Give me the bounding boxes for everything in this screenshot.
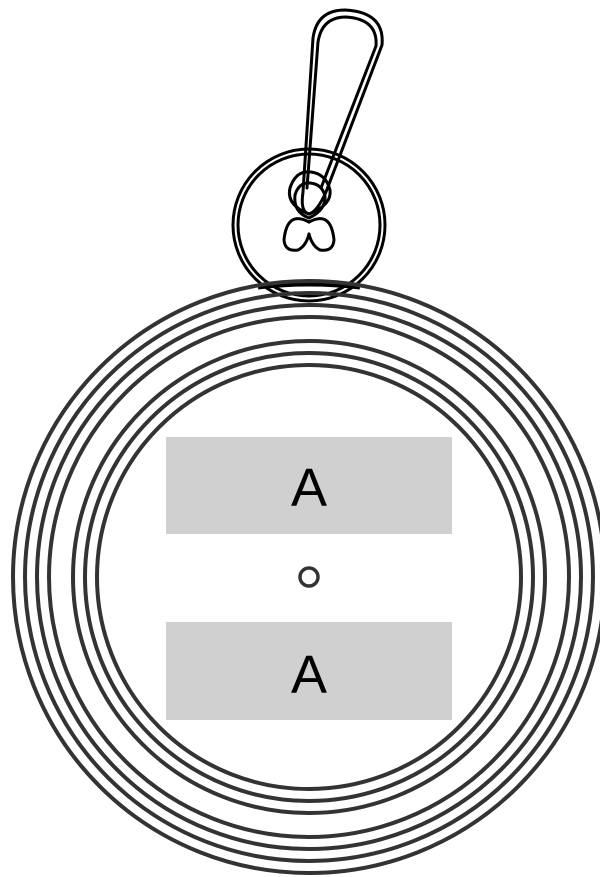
top-label-box: [166, 437, 452, 534]
bottom-label-box: [166, 622, 452, 720]
pivot-hole-icon: [298, 566, 320, 588]
bottom-label: A: [166, 622, 452, 720]
top-label-text: A: [291, 458, 327, 518]
top-label: A: [166, 437, 452, 534]
keyring-loop-icon: [282, 8, 384, 252]
connector-band: [257, 281, 361, 290]
medallion-rings: [11, 279, 600, 875]
bottom-label-text: A: [291, 645, 327, 705]
